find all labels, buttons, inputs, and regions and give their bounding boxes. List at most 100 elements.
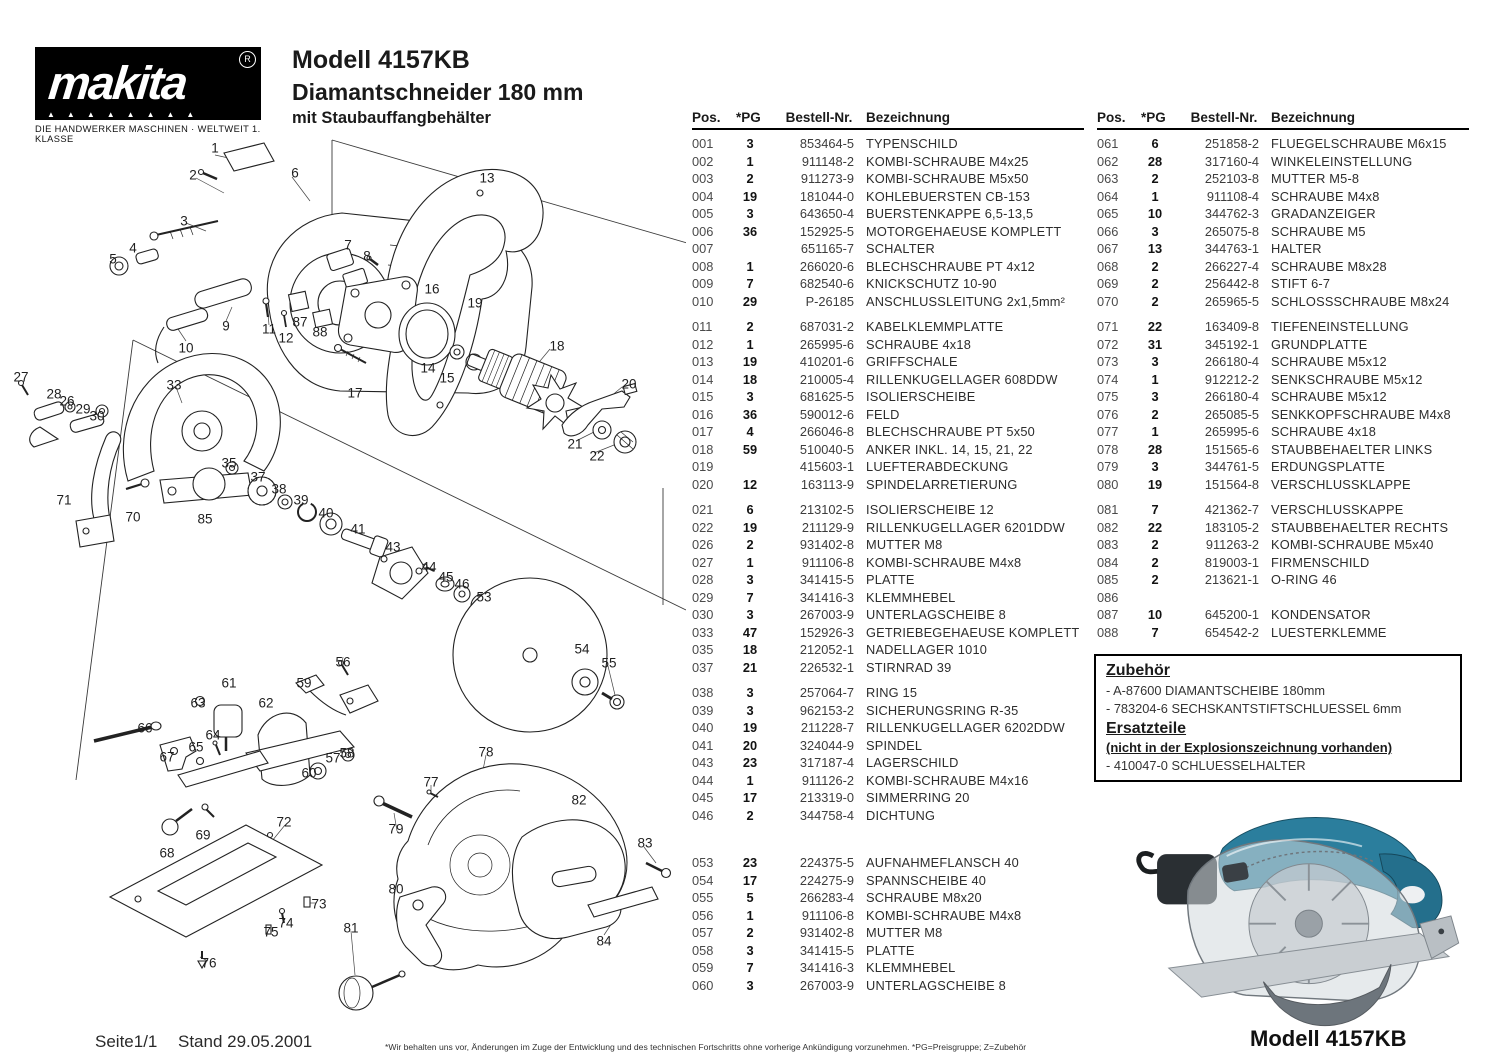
- cell-pos: 060: [692, 977, 714, 993]
- cell-name: KOMBI-SCHRAUBE M4x25: [866, 153, 1029, 169]
- part-callout-12: 12: [278, 330, 294, 346]
- cell-name: STIFT 6-7: [1271, 276, 1331, 292]
- cell-pg: 10: [1147, 607, 1163, 623]
- cell-pos: 013: [692, 354, 714, 370]
- cell-pg: 3: [746, 136, 754, 152]
- cell-pg: 12: [742, 476, 758, 492]
- part-callout-15: 15: [439, 370, 455, 386]
- cell-order: 317160-4: [1204, 153, 1259, 169]
- cell-name: KNICKSCHUTZ 10-90: [866, 276, 997, 292]
- cell-name: SPANNSCHEIBE 40: [866, 872, 987, 888]
- cell-pg: 2: [746, 171, 754, 187]
- cell-name: VERSCHLUSSKLAPPE: [1271, 476, 1411, 492]
- product-photo-illustration: [1136, 817, 1460, 1027]
- cell-pos: 071: [1097, 319, 1119, 335]
- part-callout-39: 39: [293, 492, 309, 508]
- cell-name: RILLENKUGELLAGER 6201DDW: [866, 519, 1065, 535]
- spare-parts-title: Ersatzteile: [1106, 720, 1187, 737]
- cell-order: 152925-5: [799, 223, 854, 239]
- table-row: 086: [1097, 589, 1469, 607]
- cell-pos: 063: [1097, 171, 1119, 187]
- cell-name: SIMMERRING 20: [866, 790, 970, 806]
- part-callout-45: 45: [438, 569, 454, 585]
- cell-pg: 3: [1151, 223, 1159, 239]
- makita-logo-text: makita: [46, 56, 189, 109]
- part-callout-37: 37: [250, 469, 266, 485]
- cell-order: 251858-2: [1204, 136, 1259, 152]
- cell-name: DICHTUNG: [866, 807, 936, 823]
- cell-order: 344758-4: [799, 807, 854, 823]
- cell-pg: 23: [742, 755, 758, 771]
- cell-order: 645200-1: [1204, 607, 1259, 623]
- cell-name: LUESTERKLEMME: [1271, 624, 1387, 640]
- cell-name: ANSCHLUSSLEITUNG 2x1,5mm²: [866, 293, 1066, 309]
- cell-order: 212052-1: [799, 642, 854, 658]
- cell-order: 911126-2: [801, 772, 854, 788]
- cell-order: 257064-7: [799, 685, 854, 701]
- cell-pg: 36: [742, 406, 758, 422]
- part-callout-46: 46: [454, 576, 470, 592]
- cell-pg: 17: [742, 790, 758, 806]
- cell-name: SCHLOSSSCHRAUBE M8x24: [1271, 293, 1450, 309]
- cell-order: 265085-5: [1204, 406, 1259, 422]
- cell-pg: 3: [746, 206, 754, 222]
- cell-pos: 044: [692, 772, 714, 788]
- cell-pg: 2: [1151, 406, 1159, 422]
- cell-pos: 066: [1097, 223, 1119, 239]
- cell-order: 931402-8: [799, 537, 854, 553]
- cell-pos: 061: [1097, 136, 1119, 152]
- cell-pos: 073: [1097, 354, 1119, 370]
- cell-order: 265995-6: [799, 336, 854, 352]
- part-callout-65: 65: [188, 739, 204, 755]
- cell-order: 415603-1: [799, 459, 854, 475]
- part-callout-27: 27: [13, 369, 29, 385]
- cell-pos: 029: [692, 589, 714, 605]
- part-callout-55: 55: [601, 655, 617, 671]
- cell-pos: 007: [692, 241, 714, 257]
- part-callout-11: 11: [261, 321, 277, 337]
- page-title-model: Modell 4157KB: [292, 46, 470, 74]
- part-callout-44: 44: [421, 559, 437, 575]
- accessory-item: - 410047-0 SCHLUESSELHALTER: [1106, 758, 1306, 773]
- cell-order: 266046-8: [799, 424, 854, 440]
- part-callout-20: 20: [621, 376, 637, 392]
- cell-pos: 003: [692, 171, 714, 187]
- page-title-product: Diamantschneider 180 mm: [292, 79, 584, 105]
- cell-pg: 1: [746, 153, 754, 169]
- exploded-diagram-sketch: [17, 139, 686, 1011]
- cell-pos: 086: [1097, 589, 1119, 605]
- accessories-list: - A-87600 DIAMANTSCHEIBE 180mm- 783204-6…: [1106, 683, 1450, 716]
- part-callout-7: 7: [344, 237, 352, 253]
- cell-name: GETRIEBEGEHAEUSE KOMPLETT: [866, 624, 1080, 640]
- part-callout-88: 88: [312, 324, 328, 340]
- cell-order: 211129-9: [801, 519, 854, 535]
- cell-name: UNTERLAGSCHEIBE 8: [866, 607, 1006, 623]
- cell-pg: 6: [1151, 136, 1159, 152]
- cell-order: 341415-5: [799, 942, 854, 958]
- cell-name: RILLENKUGELLAGER 6202DDW: [866, 720, 1065, 736]
- part-callout-58: 58: [339, 745, 355, 761]
- cell-name: SPINDEL: [866, 737, 923, 753]
- column-header-name: Bezeichnung: [1271, 110, 1356, 125]
- part-callout-87: 87: [292, 314, 308, 330]
- makita-logo: makita R ▲▲▲▲▲▲▲▲: [35, 47, 261, 120]
- cell-name: ANKER INKL. 14, 15, 21, 22: [866, 441, 1033, 457]
- cell-pg: 1: [746, 554, 754, 570]
- cell-pg: 3: [746, 977, 754, 993]
- cell-name: UNTERLAGSCHEIBE 8: [866, 977, 1006, 993]
